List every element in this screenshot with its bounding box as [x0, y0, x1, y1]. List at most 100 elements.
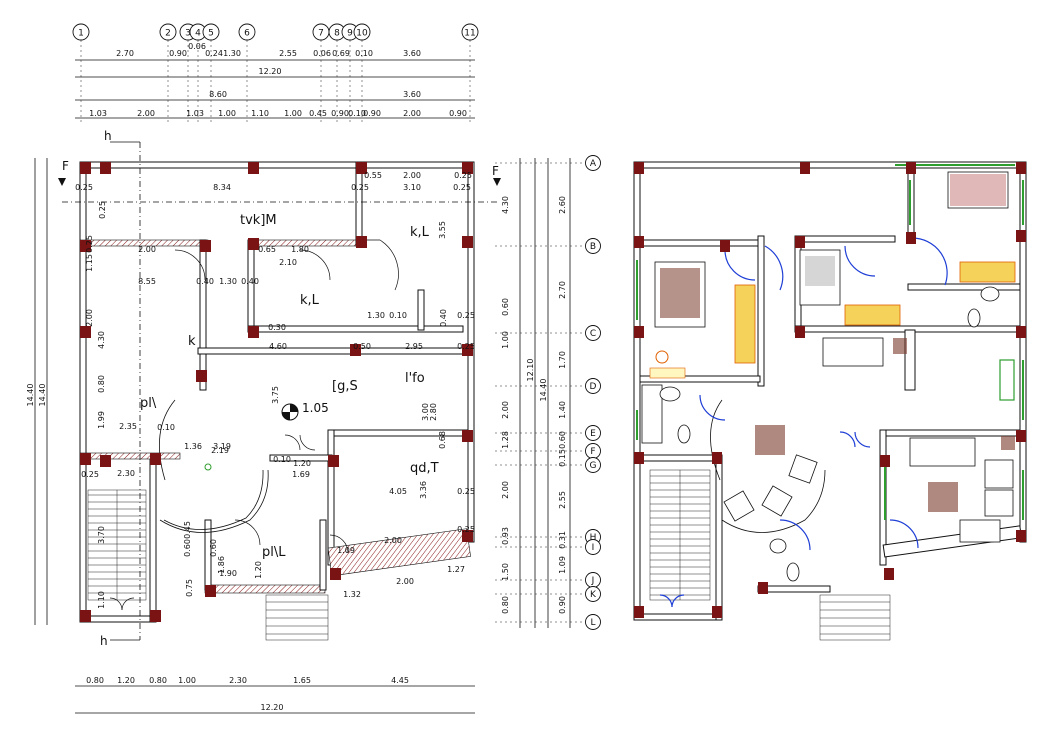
row-dimension: 0.15 [558, 449, 567, 467]
section-h-bottom: h [100, 634, 108, 648]
interior-dimension: 0.25 [457, 487, 475, 496]
interior-dimension: 1.90 [219, 569, 237, 578]
interior-dimension: 0.25 [457, 525, 475, 534]
grid-row-label: H [590, 533, 597, 543]
interior-dimension: 0.10 [273, 455, 291, 464]
structural-column [196, 370, 207, 382]
structural-column [80, 326, 91, 338]
interior-dimension: 1.15 [85, 254, 94, 272]
top-dimension-fine: 1.00 [284, 109, 302, 118]
row-dimension: 0.60 [501, 298, 510, 316]
structural-column [712, 606, 722, 618]
top-dimension-fine: 0.90 [449, 109, 467, 118]
structural-column [720, 240, 730, 252]
grid-row-bubble [585, 586, 601, 602]
structural-column [350, 344, 361, 356]
structural-column [356, 162, 367, 174]
axis-bubble-label: 3 [185, 29, 191, 39]
interior-dimension: 1.10 [97, 591, 106, 609]
structural-column [150, 453, 161, 465]
top-dimension: 0.69 [332, 49, 350, 58]
interior-dimension: 0.40 [196, 277, 214, 286]
structural-column [248, 326, 259, 338]
grid-row-label: E [590, 429, 596, 439]
interior-dimension: 2.35 [119, 422, 137, 431]
axis-bubble-label: 9 [347, 29, 353, 39]
structural-column [248, 162, 259, 174]
top-dimension-fine: 2.00 [403, 109, 421, 118]
structural-column [795, 326, 805, 338]
grid-row-bubble [585, 614, 601, 630]
interior-dimension: 1.20 [254, 561, 263, 579]
interior-dimension: 2.00 [403, 171, 421, 180]
interior-dimension: 3.70 [97, 526, 106, 544]
row-dimension: 4.30 [501, 196, 510, 214]
top-dimension-fine: 0.10 [348, 109, 366, 118]
right-total-1440: 14.40 [539, 379, 548, 402]
row-dimension: 1.70 [558, 351, 567, 369]
axis-bubble-label: 1 [78, 29, 84, 39]
structural-column [80, 453, 91, 465]
interior-dimension: 2.00 [85, 309, 94, 327]
interior-dimension: 3.75 [271, 386, 280, 404]
interior-dimension: 2.00 [396, 577, 414, 586]
structural-column [1016, 530, 1026, 542]
structural-column [356, 236, 367, 248]
interior-dimension: 0.45 [183, 521, 192, 539]
interior-dimension: 0.55 [364, 171, 382, 180]
axis-bubble-label: 2 [165, 29, 171, 39]
axis-bubble-label: 6 [244, 29, 250, 39]
structural-column [906, 162, 916, 174]
structural-column [200, 240, 211, 252]
bottom-dimension: 2.30 [229, 676, 247, 685]
row-dimension: 0.60 [558, 431, 567, 449]
row-dimension: 1.28 [501, 431, 510, 449]
interior-dimension: 0.68 [438, 431, 447, 449]
structural-column [795, 236, 805, 248]
top-dimension: 0.06 [313, 49, 331, 58]
structural-column [800, 162, 810, 174]
structural-column [330, 568, 341, 580]
interior-dimension: 1.30 [367, 311, 385, 320]
section-F-left: F [62, 159, 69, 173]
top-dimension: 1.30 [223, 49, 241, 58]
left-entrance-steps [265, 594, 329, 641]
interior-dimension: 2.80 [429, 403, 438, 421]
room-label-4: k [188, 334, 196, 349]
interior-dimension: 3.19 [213, 442, 231, 451]
interior-dimension: 0.65 [258, 245, 276, 254]
structural-column [1016, 162, 1026, 174]
grid-row-bubble [585, 238, 601, 254]
row-dimension: 1.00 [501, 331, 510, 349]
structural-column [634, 236, 644, 248]
interior-dimension: 0.25 [75, 183, 93, 192]
structural-column [462, 430, 473, 442]
interior-dimension: 0.50 [353, 342, 371, 351]
left-total-1440-a: 14.40 [26, 384, 35, 407]
structural-column [884, 568, 894, 580]
structural-column [1016, 230, 1026, 242]
top-dimension: 2.55 [279, 49, 297, 58]
interior-dimension: 0.25 [81, 470, 99, 479]
section-F-right: F [492, 164, 499, 178]
bottom-dimension: 1.00 [178, 676, 196, 685]
bottom-dimension: 0.80 [149, 676, 167, 685]
top-dimension: 3.60 [403, 49, 421, 58]
axis-bubble-label: 7 [318, 29, 324, 39]
structural-column [758, 582, 768, 594]
interior-dimension: 2.30 [117, 469, 135, 478]
grid-row-label: G [590, 461, 597, 471]
room-label-6: [g,S [332, 379, 358, 394]
top-dimension-fine: 0.45 [309, 109, 327, 118]
structural-column [712, 452, 722, 464]
interior-dimension: 8.34 [213, 183, 231, 192]
row-dimension: 2.70 [558, 281, 567, 299]
row-dimension: 1.50 [501, 563, 510, 581]
row-dimension: 0.80 [501, 596, 510, 614]
interior-dimension: 0.25 [98, 201, 107, 219]
row-dimension: 1.09 [558, 556, 567, 574]
room-label-7: pl\ [140, 396, 157, 411]
